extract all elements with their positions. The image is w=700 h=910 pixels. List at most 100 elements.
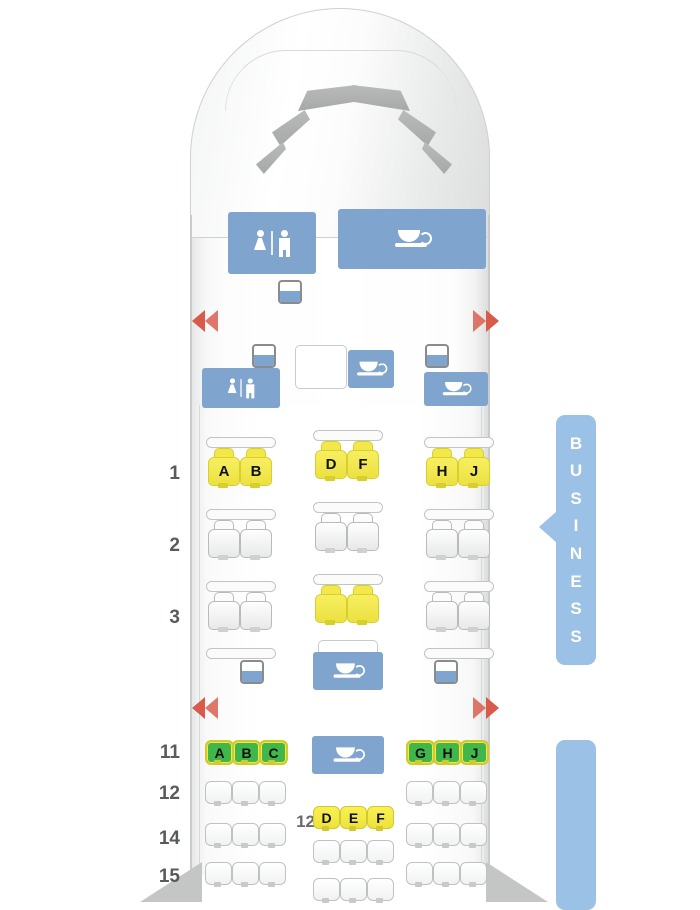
lavatory-second[interactable] bbox=[202, 368, 280, 408]
seat-shelf bbox=[424, 648, 494, 659]
seat-1A[interactable]: A bbox=[208, 448, 240, 488]
badge-letter: U bbox=[569, 461, 583, 481]
seat-14B[interactable] bbox=[232, 823, 259, 849]
row-number-14: 14 bbox=[158, 828, 180, 849]
seat-group-row1-right: H J bbox=[426, 448, 490, 488]
seat-15J[interactable] bbox=[460, 862, 487, 888]
seat-group-row12-right bbox=[406, 781, 487, 807]
seat-12J[interactable] bbox=[460, 781, 487, 807]
seat-14J[interactable] bbox=[460, 823, 487, 849]
seat-2D[interactable] bbox=[315, 513, 347, 553]
row-number-12-center: 12 bbox=[296, 812, 315, 831]
cabin-badge-business[interactable]: B U S I N E S S bbox=[539, 415, 596, 665]
seat-3A[interactable] bbox=[208, 592, 240, 632]
galley-front[interactable] bbox=[338, 209, 486, 269]
seat-15A[interactable] bbox=[205, 862, 232, 888]
closet-left[interactable] bbox=[252, 344, 276, 368]
seat-group-row14-right bbox=[406, 823, 487, 849]
seat-15D[interactable] bbox=[313, 878, 340, 904]
seat-12A[interactable] bbox=[205, 781, 232, 807]
closet-right[interactable] bbox=[425, 344, 449, 368]
seat-group-row2-left bbox=[208, 520, 272, 560]
row-number-3: 3 bbox=[169, 607, 180, 628]
seat-2J[interactable] bbox=[458, 520, 490, 560]
seat-11B[interactable]: B bbox=[232, 740, 261, 766]
seat-12E[interactable]: E bbox=[340, 806, 367, 832]
seat-15F[interactable] bbox=[367, 878, 394, 904]
seat-3H[interactable] bbox=[426, 592, 458, 632]
seat-11A[interactable]: A bbox=[205, 740, 234, 766]
seat-1J[interactable]: J bbox=[458, 448, 490, 488]
seat-12B[interactable] bbox=[232, 781, 259, 807]
seat-11G[interactable]: G bbox=[406, 740, 435, 766]
seat-3B[interactable] bbox=[240, 592, 272, 632]
seat-shelf bbox=[206, 437, 276, 448]
seat-14E[interactable] bbox=[340, 840, 367, 866]
seat-15H[interactable] bbox=[433, 862, 460, 888]
seat-group-row15-center bbox=[313, 878, 394, 904]
seat-group-row14-left bbox=[205, 823, 286, 849]
seat-1F[interactable]: F bbox=[347, 441, 379, 481]
seat-12D[interactable]: D bbox=[313, 806, 340, 832]
seat-3J[interactable] bbox=[458, 592, 490, 632]
galley-cup-icon bbox=[442, 380, 472, 397]
badge-letter: E bbox=[570, 571, 582, 591]
galley-cup-icon bbox=[333, 746, 365, 765]
seat-1H[interactable]: H bbox=[426, 448, 458, 488]
galley-right[interactable] bbox=[424, 372, 488, 406]
cabin-badge-economy[interactable] bbox=[556, 740, 596, 910]
seat-2A[interactable] bbox=[208, 520, 240, 560]
exit-front-right[interactable] bbox=[473, 310, 499, 332]
seat-2F[interactable] bbox=[347, 513, 379, 553]
seat-11J[interactable]: J bbox=[460, 740, 489, 766]
seat-12H[interactable] bbox=[433, 781, 460, 807]
seat-14F[interactable] bbox=[367, 840, 394, 866]
seat-3F[interactable] bbox=[347, 585, 379, 625]
seat-3D[interactable] bbox=[315, 585, 347, 625]
closet-front[interactable] bbox=[278, 280, 302, 304]
seat-2B[interactable] bbox=[240, 520, 272, 560]
seat-shelf bbox=[424, 437, 494, 448]
exit-mid-right[interactable] bbox=[473, 697, 499, 719]
seat-group-row14-center bbox=[313, 840, 394, 866]
seat-11H[interactable]: H bbox=[433, 740, 462, 766]
exit-front-left[interactable] bbox=[192, 310, 218, 332]
stowage-box[interactable] bbox=[295, 345, 347, 389]
seat-1B[interactable]: B bbox=[240, 448, 272, 488]
seat-group-row11-right: G H J bbox=[406, 740, 489, 766]
seat-12G[interactable] bbox=[406, 781, 433, 807]
row-number-1: 1 bbox=[169, 463, 180, 484]
galley-economy[interactable] bbox=[312, 736, 384, 774]
seat-1D[interactable]: D bbox=[315, 441, 347, 481]
galley-aft-business[interactable] bbox=[313, 652, 383, 690]
seat-12C[interactable] bbox=[259, 781, 286, 807]
seat-14C[interactable] bbox=[259, 823, 286, 849]
exit-mid-left[interactable] bbox=[192, 697, 218, 719]
closet-right-aft[interactable] bbox=[434, 660, 458, 684]
seat-15E[interactable] bbox=[340, 878, 367, 904]
seat-group-row1-left: A B bbox=[208, 448, 272, 488]
seat-15B[interactable] bbox=[232, 862, 259, 888]
lavatory-front[interactable] bbox=[228, 212, 316, 274]
seat-2H[interactable] bbox=[426, 520, 458, 560]
galley-center[interactable] bbox=[348, 350, 394, 388]
seat-14D[interactable] bbox=[313, 840, 340, 866]
seat-group-row15-right bbox=[406, 862, 487, 888]
row-number-11: 11 bbox=[159, 742, 180, 763]
seat-15G[interactable] bbox=[406, 862, 433, 888]
seat-15C[interactable] bbox=[259, 862, 286, 888]
galley-cup-icon bbox=[357, 360, 388, 378]
seat-14H[interactable] bbox=[433, 823, 460, 849]
cabin-inner-wall-right bbox=[481, 405, 482, 875]
galley-cup-icon bbox=[395, 228, 432, 250]
seat-12F[interactable]: F bbox=[367, 806, 394, 832]
seat-group-row1-center: D F bbox=[315, 441, 379, 481]
seat-shelf bbox=[424, 581, 494, 592]
seat-14A[interactable] bbox=[205, 823, 232, 849]
seat-group-row3-right bbox=[426, 592, 490, 632]
closet-left-aft[interactable] bbox=[240, 660, 264, 684]
seat-11C[interactable]: C bbox=[259, 740, 288, 766]
seat-shelf bbox=[206, 581, 276, 592]
seat-14G[interactable] bbox=[406, 823, 433, 849]
badge-letter: S bbox=[570, 488, 582, 508]
